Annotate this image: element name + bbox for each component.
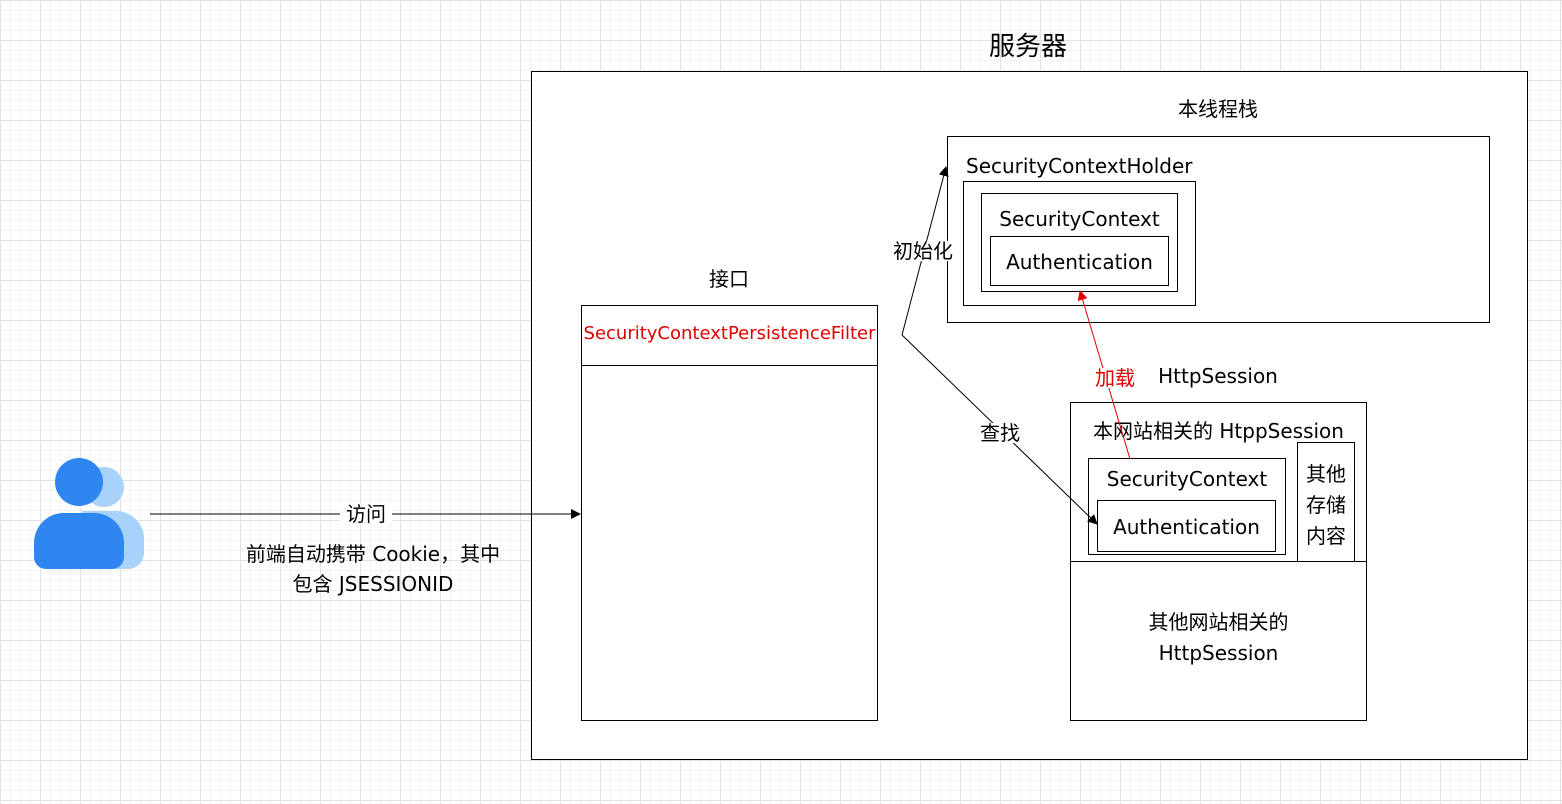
filter-box: [581, 305, 878, 366]
thread-stack-title: 本线程栈: [1178, 97, 1258, 121]
http-session-title: HttpSession: [1158, 364, 1278, 388]
authentication-box: [990, 236, 1169, 286]
security-context-holder-label: SecurityContextHolder: [966, 154, 1193, 178]
visit-label: 访问: [340, 504, 392, 524]
other-storage-line-2: 存储: [1306, 493, 1346, 517]
init-label: 初始化: [885, 241, 961, 261]
lookup-label: 查找: [974, 423, 1026, 443]
other-sites-line-2: HttpSession: [1158, 641, 1279, 665]
session-authentication-box: [1097, 500, 1276, 552]
other-sites-label: 其他网站相关的 HttpSession: [1070, 607, 1367, 669]
user-icon-front-body: [34, 513, 124, 569]
load-label: 加载: [1090, 368, 1140, 388]
authentication-label: Authentication: [1006, 250, 1153, 274]
filter-label: SecurityContextPersistenceFilter: [583, 323, 876, 344]
other-storage-box: [1297, 442, 1355, 562]
server-title: 服务器: [988, 32, 1067, 62]
cookie-note-line-1: 前端自动携带 Cookie，其中: [245, 542, 501, 566]
other-storage-line-1: 其他: [1306, 462, 1346, 486]
cookie-note: 前端自动携带 Cookie，其中 包含 JSESSIONID: [223, 539, 523, 599]
interface-title: 接口: [709, 267, 749, 291]
interface-box: [581, 305, 878, 721]
session-authentication-label: Authentication: [1113, 515, 1260, 539]
security-context-label: SecurityContext: [999, 207, 1160, 231]
other-sites-line-1: 其他网站相关的: [1148, 610, 1289, 634]
other-storage-label: 其他 存储 内容: [1297, 459, 1355, 552]
other-storage-line-3: 内容: [1306, 524, 1346, 548]
user-group-icon: [34, 458, 144, 569]
site-session-label: 本网站相关的 HtppSession: [1093, 419, 1344, 443]
site-session-box: [1070, 402, 1367, 562]
cookie-note-line-2: 包含 JSESSIONID: [292, 572, 454, 596]
user-icon-front-head: [55, 458, 103, 506]
session-security-context-label: SecurityContext: [1106, 467, 1268, 491]
